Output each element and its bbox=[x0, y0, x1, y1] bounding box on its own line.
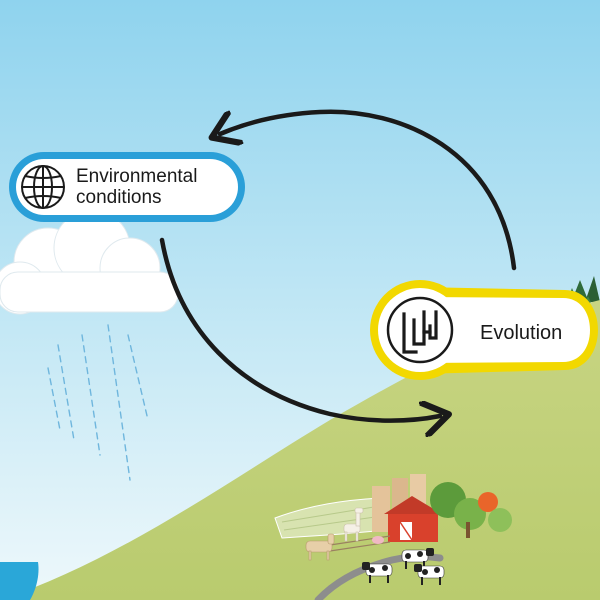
environment-label: Environmental conditions bbox=[76, 166, 246, 208]
phylogenetic-tree-icon bbox=[386, 296, 454, 364]
globe-icon bbox=[21, 165, 65, 209]
environment-node bbox=[9, 152, 245, 222]
evolution-node bbox=[370, 280, 598, 380]
green-hill bbox=[0, 300, 600, 600]
arrow-evolution-to-environment bbox=[220, 109, 517, 271]
lake bbox=[0, 562, 39, 600]
farm bbox=[274, 474, 512, 585]
rain-cloud bbox=[0, 209, 179, 481]
environment-label-line2: conditions bbox=[76, 187, 162, 208]
environment-label-line1: Environmental bbox=[76, 166, 198, 187]
arrow-environment-to-evolution bbox=[159, 237, 440, 421]
evolution-label: Evolution bbox=[480, 322, 563, 344]
